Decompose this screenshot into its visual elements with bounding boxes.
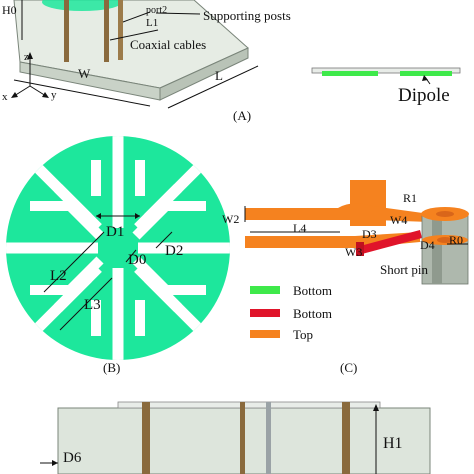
short-pin <box>356 242 364 256</box>
side-post-1 <box>142 402 150 474</box>
d3-label: D3 <box>362 227 377 241</box>
w2-label: W2 <box>222 212 239 226</box>
caption-a: (A) <box>233 108 251 123</box>
axis-z-label: z <box>24 51 29 63</box>
panel-c-feed <box>244 180 469 285</box>
l3-label: L3 <box>84 297 101 313</box>
axis-triad <box>11 52 49 98</box>
supporting-post <box>118 0 123 60</box>
r0-label: R0 <box>449 233 463 247</box>
short-pin-strip <box>360 230 422 254</box>
caption-b: (B) <box>103 360 120 375</box>
feed-line-lower <box>245 236 355 248</box>
d4-label: D4 <box>420 238 435 252</box>
w4-label: W4 <box>390 213 407 227</box>
l-label: L <box>215 68 223 83</box>
axis-x-label: x <box>2 91 8 103</box>
radiator-disc-3d <box>42 0 122 11</box>
coaxial-cable-1 <box>64 0 69 62</box>
l4-label: L4 <box>293 221 306 235</box>
d6-label: D6 <box>63 450 82 466</box>
legend <box>250 286 280 338</box>
feed-line-upper <box>245 208 341 220</box>
supporting-posts-label: Supporting posts <box>203 8 291 23</box>
port2-label: port2 <box>146 5 167 16</box>
dipole-arm-right <box>400 71 452 76</box>
dipole-diagram <box>311 67 461 85</box>
r1-label: R1 <box>403 191 417 205</box>
panel-a-3d-view <box>13 0 259 109</box>
dipole-label: Dipole <box>398 85 450 106</box>
side-cable-1 <box>240 402 245 474</box>
side-post-2 <box>342 402 350 474</box>
w3-label: W3 <box>345 245 362 259</box>
l2-label: L2 <box>50 268 67 284</box>
caption-c: (C) <box>340 360 357 375</box>
d1-label: D1 <box>106 224 124 240</box>
w-label: W <box>78 66 91 81</box>
l1-label: L1 <box>146 17 158 29</box>
side-substrate <box>117 401 381 409</box>
legend-label-2: Bottom <box>293 306 332 321</box>
d0-label: D0 <box>128 252 146 268</box>
legend-swatch-bottom-red <box>250 309 280 317</box>
legend-swatch-bottom-green <box>250 286 280 294</box>
coaxial-cable-2 <box>104 0 109 62</box>
dipole-arm-left <box>322 71 378 76</box>
legend-swatch-top <box>250 330 280 338</box>
coaxial-cables-label: Coaxial cables <box>130 37 206 52</box>
legend-label-1: Bottom <box>293 283 332 298</box>
panel-b-radiator <box>6 136 230 360</box>
d2-label: D2 <box>165 243 183 259</box>
h1-label: H1 <box>383 435 403 452</box>
side-cable-2 <box>266 402 271 474</box>
panel-d-side-view <box>40 401 431 474</box>
axis-y-label: y <box>51 89 57 101</box>
coax-cylinder <box>421 213 469 285</box>
short-pin-label: Short pin <box>380 262 429 277</box>
h0-label: H0 <box>2 3 17 17</box>
legend-label-3: Top <box>293 327 313 342</box>
